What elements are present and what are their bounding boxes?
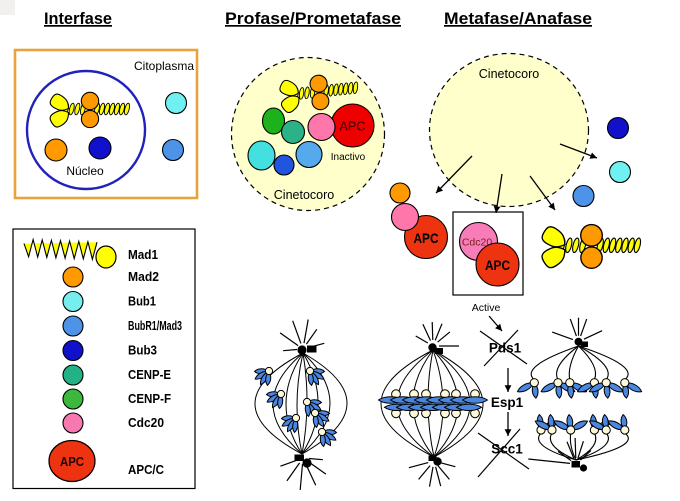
svg-text:Profase/Prometafase: Profase/Prometafase xyxy=(225,9,401,28)
svg-text:Citoplasma: Citoplasma xyxy=(134,59,194,73)
svg-text:Bub1: Bub1 xyxy=(128,295,156,309)
svg-text:Bub3: Bub3 xyxy=(128,344,157,358)
svg-text:BubR1/Mad3: BubR1/Mad3 xyxy=(128,319,182,333)
svg-text:Mad1: Mad1 xyxy=(128,248,158,262)
svg-text:Núcleo: Núcleo xyxy=(66,164,104,178)
svg-text:Inactivo: Inactivo xyxy=(331,152,366,163)
svg-text:Interfase: Interfase xyxy=(44,9,112,28)
svg-text:CENP-F: CENP-F xyxy=(128,392,171,406)
svg-text:Esp1: Esp1 xyxy=(491,395,524,410)
svg-text:APC: APC xyxy=(414,230,439,246)
svg-text:APC: APC xyxy=(340,119,366,134)
svg-text:Cinetocoro: Cinetocoro xyxy=(274,188,334,202)
svg-text:CENP-E: CENP-E xyxy=(128,368,171,382)
svg-text:Cdc20: Cdc20 xyxy=(128,416,164,430)
svg-text:Cdc20: Cdc20 xyxy=(462,237,493,249)
svg-text:Active: Active xyxy=(472,302,501,314)
svg-text:APC: APC xyxy=(485,257,510,273)
svg-text:APC: APC xyxy=(60,454,85,469)
svg-text:Metafase/Anafase: Metafase/Anafase xyxy=(444,9,592,28)
svg-text:APC/C: APC/C xyxy=(128,463,164,477)
svg-text:Mad2: Mad2 xyxy=(128,270,159,284)
svg-text:Cinetocoro: Cinetocoro xyxy=(479,67,539,81)
